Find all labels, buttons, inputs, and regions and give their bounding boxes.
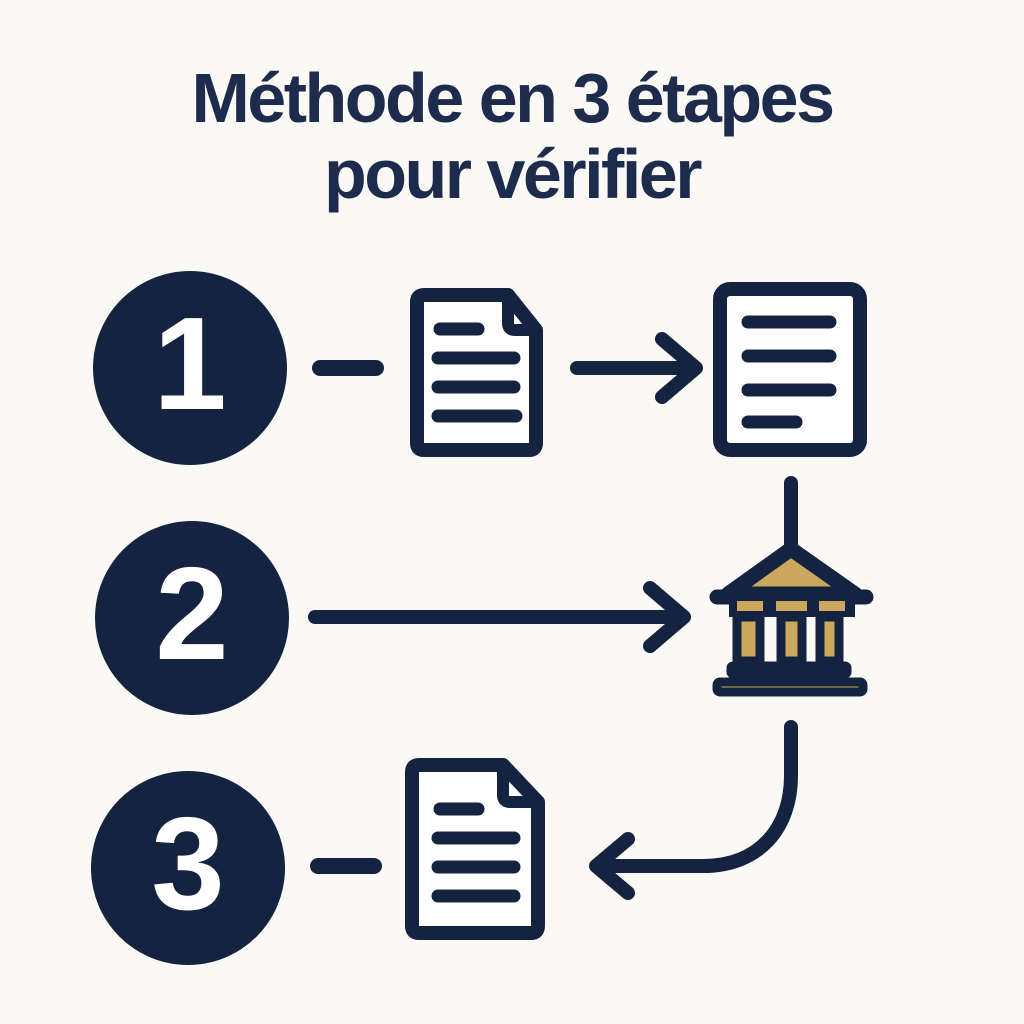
step-3-number: 3 <box>151 790 225 937</box>
bank-base <box>712 677 868 697</box>
step-1-number: 1 <box>153 290 227 437</box>
step-1-badge: 1 <box>93 271 287 465</box>
page-title: Méthode en 3 étapes pour vérifier <box>0 60 1024 212</box>
step-3-badge: 3 <box>91 771 285 965</box>
bank-column <box>776 612 807 666</box>
bank-column <box>732 612 765 666</box>
arrow-right-icon <box>570 332 703 404</box>
bank-roof <box>720 541 863 602</box>
curved-arrow-left-icon <box>589 720 798 900</box>
title-line-1: Méthode en 3 étapes <box>191 59 835 137</box>
document-icon <box>405 758 545 940</box>
bank-step <box>726 661 852 679</box>
arrow-right-icon <box>308 581 691 653</box>
title-line-2: pour vérifier <box>324 135 702 213</box>
document-icon <box>713 282 867 457</box>
step-2-badge: 2 <box>95 521 289 715</box>
document-icon <box>410 288 543 457</box>
bank-column <box>815 612 844 666</box>
step-2-number: 2 <box>155 540 229 687</box>
bank-building-icon <box>709 541 874 697</box>
